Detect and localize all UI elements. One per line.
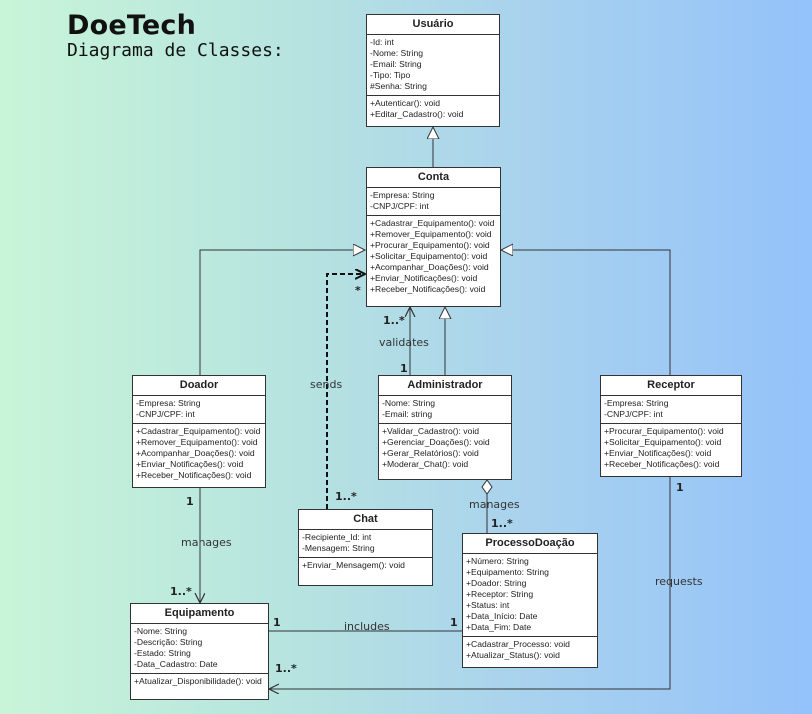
class-receptor-methods: +Procurar_Equipamento(): void +Solicitar… (601, 423, 741, 473)
class-equipamento-methods: +Atualizar_Disponibilidade(): void (131, 673, 268, 690)
mult-chat-sends: 1..* (335, 490, 357, 503)
class-usuario-name: Usuário (367, 15, 499, 35)
class-usuario-methods: +Autenticar(): void +Editar_Cadastro(): … (367, 95, 499, 123)
mult-processo-manages: 1..* (491, 517, 513, 530)
class-chat-attributes: -Recipiente_Id: int -Mensagem: String (302, 532, 375, 553)
class-conta[interactable]: Conta -Empresa: String -CNPJ/CPF: int +C… (366, 167, 501, 307)
mult-equip-manages: 1..* (170, 585, 192, 598)
class-processo-doacao-methods: +Cadastrar_Processo: void +Atualizar_Sta… (463, 636, 597, 664)
line-receptor-conta (501, 250, 671, 375)
mult-equip-includes: 1 (273, 616, 281, 629)
line-receptor-equipamento (269, 477, 671, 689)
class-receptor[interactable]: Receptor -Empresa: String -CNPJ/CPF: int… (600, 375, 742, 477)
label-sends: sends (310, 378, 343, 391)
class-conta-attributes: -Empresa: String -CNPJ/CPF: int (370, 190, 435, 211)
class-chat-name: Chat (299, 510, 432, 530)
class-receptor-attributes: -Empresa: String -CNPJ/CPF: int (604, 398, 669, 419)
label-validates: validates (379, 336, 429, 349)
label-manages-doador: manages (181, 536, 232, 549)
mult-doador-manages: 1 (186, 495, 194, 508)
class-administrador-name: Administrador (379, 376, 511, 396)
line-chat-conta-sends (326, 274, 365, 509)
label-manages-admin: manages (469, 498, 520, 511)
class-conta-name: Conta (367, 168, 500, 188)
label-includes: includes (344, 620, 390, 633)
mult-admin-validates: 1 (400, 362, 408, 375)
mult-conta-validates: 1..* (383, 314, 405, 327)
mult-receptor-requests: 1 (676, 481, 684, 494)
class-administrador[interactable]: Administrador -Nome: String -Email: stri… (378, 375, 512, 480)
line-doador-conta (199, 250, 365, 375)
class-processo-doacao[interactable]: ProcessoDoação +Número: String +Equipame… (462, 533, 598, 668)
class-doador-attributes: -Empresa: String -CNPJ/CPF: int (136, 398, 201, 419)
class-conta-methods: +Cadastrar_Equipamento(): void +Remover_… (367, 215, 500, 298)
class-chat-methods: +Enviar_Mensagem(): void (299, 557, 432, 574)
class-processo-doacao-attributes: +Número: String +Equipamento: String +Do… (466, 556, 549, 632)
diagram-subtitle: Diagrama de Classes: (67, 40, 284, 61)
class-processo-doacao-name: ProcessoDoação (463, 534, 597, 554)
label-requests: requests (655, 575, 703, 588)
diagram-title: DoeTech (67, 10, 197, 41)
class-chat[interactable]: Chat -Recipiente_Id: int -Mensagem: Stri… (298, 509, 433, 586)
class-receptor-name: Receptor (601, 376, 741, 396)
class-administrador-attributes: -Nome: String -Email: string (382, 398, 436, 419)
class-doador-methods: +Cadastrar_Equipamento(): void +Remover_… (133, 423, 265, 484)
class-equipamento[interactable]: Equipamento -Nome: String -Descrição: St… (130, 603, 269, 700)
class-usuario[interactable]: Usuário -Id: int -Nome: String -Email: S… (366, 14, 500, 127)
class-doador[interactable]: Doador -Empresa: String -CNPJ/CPF: int +… (132, 375, 266, 488)
mult-equip-requests: 1..* (275, 662, 297, 675)
class-administrador-methods: +Validar_Cadastro(): void +Gerenciar_Doa… (379, 423, 511, 473)
mult-conta-sends: * (355, 284, 361, 297)
class-equipamento-attributes: -Nome: String -Descrição: String -Estado… (134, 626, 218, 669)
class-equipamento-name: Equipamento (131, 604, 268, 624)
mult-processo-includes: 1 (450, 616, 458, 629)
class-usuario-attributes: -Id: int -Nome: String -Email: String -T… (370, 37, 427, 91)
class-doador-name: Doador (133, 376, 265, 396)
